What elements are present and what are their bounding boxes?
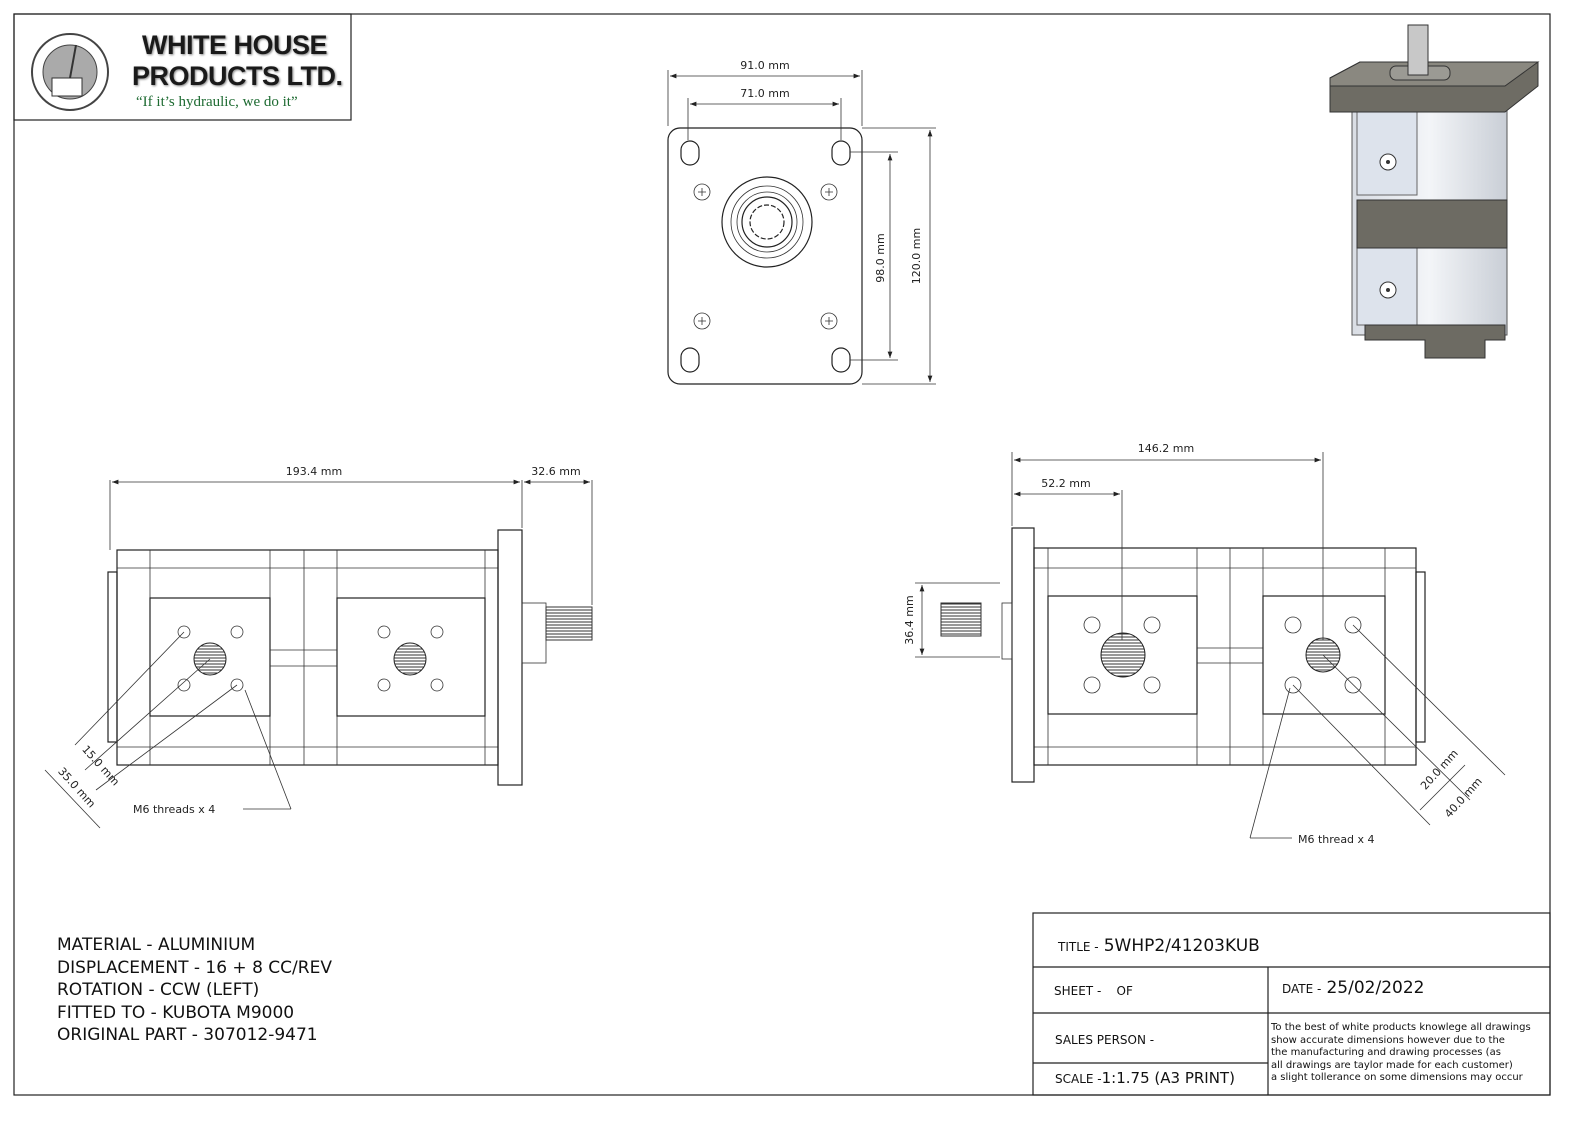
- company-logo: WHITE HOUSE PRODUCTS LTD. “If it’s hydra…: [14, 14, 351, 120]
- company-name-line2: PRODUCTS LTD.: [132, 61, 343, 91]
- dim-port-spacing-a-right: 20.0 mm: [1418, 747, 1461, 792]
- dim-height-inner: 98.0 mm: [874, 233, 887, 282]
- scale-value: 1:1.75 (A3 PRINT): [1101, 1069, 1235, 1087]
- sheet-label: SHEET - OF: [1054, 984, 1133, 998]
- title-label: TITLE -: [1058, 940, 1099, 954]
- date-label: DATE -: [1282, 982, 1322, 996]
- right-side-view: 146.2 mm 52.2 mm 36.4 mm 20.0 mm 40.0 mm…: [903, 442, 1506, 846]
- spec-notes: MATERIAL - ALUMINIUM DISPLACEMENT - 16 +…: [57, 934, 332, 1047]
- left-side-view: 193.4 mm 32.6 mm 15.0 mm 35.0 mm M6 thre…: [44, 465, 593, 829]
- title-value: 5WHP2/41203KUB: [1103, 936, 1260, 956]
- disclaimer-line: To the best of white products knowlege a…: [1271, 1022, 1531, 1033]
- dim-width-inner: 71.0 mm: [740, 87, 789, 100]
- disclaimer-text: To the best of white products knowlege a…: [1271, 1022, 1551, 1085]
- date-value: 25/02/2022: [1326, 978, 1425, 998]
- company-seal-logo: [31, 33, 109, 111]
- date-field: DATE - 25/02/2022: [1282, 978, 1424, 998]
- note-fitted-to: FITTED TO - KUBOTA M9000: [57, 1002, 295, 1023]
- note-rotation: ROTATION - CCW (LEFT): [57, 980, 260, 1000]
- thread-note-right: M6 thread x 4: [1298, 833, 1375, 846]
- disclaimer-line: show accurate dimensions however due to …: [1271, 1034, 1505, 1046]
- disclaimer-line: the manufacturing and drawing processes …: [1271, 1047, 1501, 1059]
- scale-label: SCALE -: [1055, 1072, 1102, 1086]
- dim-shaft-diameter: 36.4 mm: [903, 595, 916, 644]
- thread-note-left: M6 threads x 4: [133, 803, 215, 816]
- note-material: MATERIAL - ALUMINIUM: [57, 935, 256, 955]
- logo-box: [13, 13, 352, 121]
- sales-person-label: SALES PERSON -: [1055, 1033, 1155, 1047]
- scale-field: SCALE -1:1.75 (A3 PRINT): [1055, 1068, 1235, 1087]
- dim-height-outer: 120.0 mm: [910, 228, 923, 284]
- dim-width-outer: 91.0 mm: [740, 59, 789, 72]
- company-name-line1: WHITE HOUSE: [142, 30, 328, 60]
- dim-first-port: 52.2 mm: [1041, 477, 1090, 490]
- sheet-border: [13, 13, 1551, 1096]
- disclaimer-line: all drawings are taylor made for each cu…: [1271, 1059, 1513, 1071]
- title-block-frame: [1032, 912, 1551, 1096]
- company-tagline: “If it’s hydraulic, we do it”: [136, 94, 298, 110]
- dim-overall-port: 146.2 mm: [1138, 442, 1194, 455]
- title-field: TITLE - 5WHP2/41203KUB: [1058, 936, 1260, 956]
- front-view: 91.0 mm 71.0 mm 98.0 mm 120.0 mm: [667, 59, 936, 385]
- dim-port-spacing-a: 15.0 mm: [79, 743, 122, 788]
- dim-overall-length: 193.4 mm: [286, 465, 342, 478]
- disclaimer-line: a slight tollerance on some dimensions m…: [1271, 1072, 1523, 1084]
- note-displacement: DISPLACEMENT - 16 + 8 CC/REV: [57, 957, 332, 978]
- dim-shaft-length: 32.6 mm: [531, 465, 580, 478]
- pump-3d-render: [1329, 24, 1540, 359]
- note-original-part: ORIGINAL PART - 307012-9471: [57, 1025, 318, 1045]
